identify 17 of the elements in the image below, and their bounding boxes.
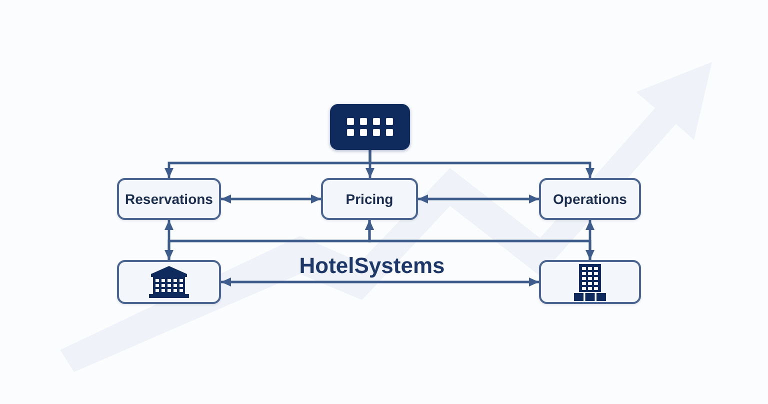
icon-tile <box>330 104 410 150</box>
arrow <box>365 220 592 260</box>
box-label: Operations <box>553 190 627 208</box>
double-arrow <box>418 194 539 204</box>
system-box <box>539 178 641 220</box>
icon-box <box>539 260 641 304</box>
box-label: Pricing <box>346 190 394 208</box>
box-label: Reservations <box>125 190 213 208</box>
diagram-title: HotelSystems <box>299 254 445 278</box>
double-arrow <box>221 278 539 286</box>
double-arrow <box>221 194 321 204</box>
arrow <box>368 150 594 178</box>
icon-box <box>117 260 221 304</box>
double-arrow <box>586 220 594 260</box>
system-box <box>321 178 418 220</box>
system-box <box>117 178 221 220</box>
double-arrow <box>164 220 174 260</box>
